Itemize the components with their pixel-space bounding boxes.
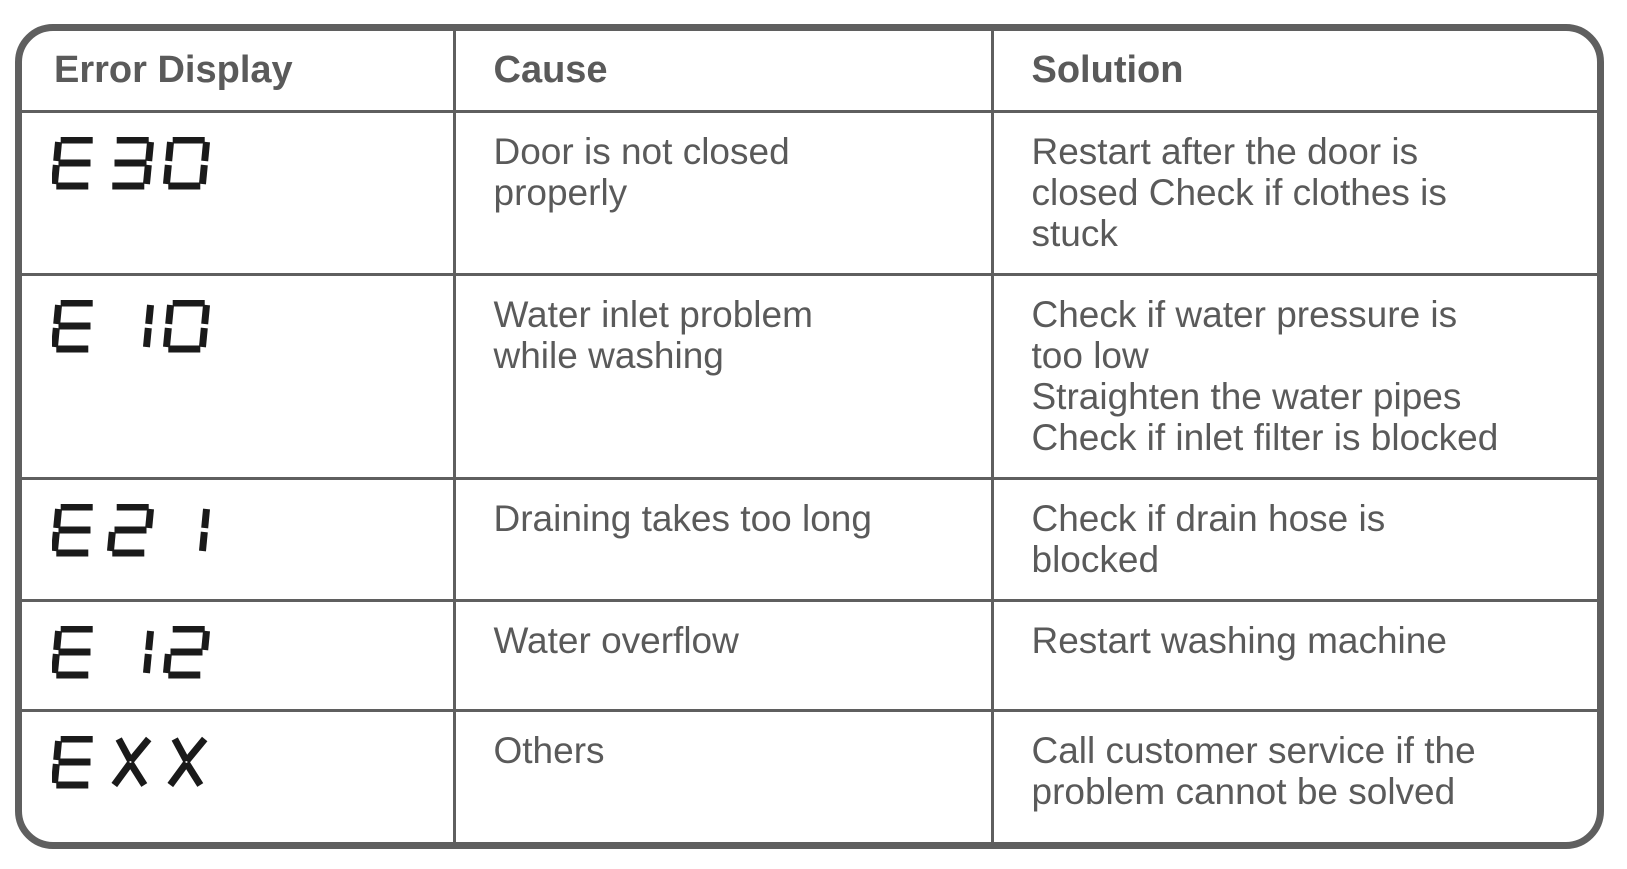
- solution-text: Restart washing machine: [1031, 619, 1447, 661]
- table-header-row: Error Display Cause Solution: [22, 31, 1597, 113]
- error-code-cell: [22, 598, 456, 712]
- cause-text: Water inlet problem while washing: [493, 293, 813, 376]
- solution-text: Call customer service if the problem can…: [1031, 729, 1476, 812]
- table-row: Water inlet problem while washing Check …: [22, 272, 1597, 480]
- table-row: Draining takes too long Check if drain h…: [22, 476, 1597, 602]
- cause-text: Others: [493, 729, 605, 771]
- segment-glyph-0: [162, 136, 211, 189]
- segment-display-icon: [52, 735, 208, 788]
- segment-glyph-0: [162, 299, 211, 352]
- header-error-display: Error Display: [22, 31, 456, 113]
- header-solution: Solution: [990, 31, 1597, 113]
- header-cause: Cause: [452, 31, 994, 113]
- segment-display-icon: [52, 503, 211, 556]
- segment-glyph-x: [111, 736, 152, 787]
- error-table-grid: Error Display Cause Solution Door is not…: [22, 31, 1597, 842]
- segment-glyph-1: [142, 304, 155, 347]
- segment-display-icon: [52, 299, 211, 352]
- solution-text: Check if drain hose is blocked: [1031, 497, 1386, 580]
- solution-text: Check if water pressure is too low Strai…: [1031, 293, 1499, 458]
- table-row: Water overflow Restart washing machine: [22, 598, 1597, 712]
- solution-text: Restart after the door is closed Check i…: [1031, 130, 1447, 254]
- error-code-cell: [22, 708, 456, 842]
- segment-glyph-3: [112, 136, 155, 189]
- error-code-table: Error Display Cause Solution Door is not…: [15, 24, 1604, 849]
- segment-glyph-e: [52, 625, 93, 678]
- error-code-display: [52, 136, 451, 193]
- table-row: Others Call customer service if the prob…: [22, 708, 1597, 842]
- error-code-display: [52, 735, 451, 792]
- segment-glyph-e: [52, 735, 93, 788]
- error-code-display: [52, 299, 451, 356]
- segment-glyph-x: [167, 736, 208, 787]
- segment-display-icon: [52, 136, 211, 189]
- segment-glyph-1: [198, 508, 211, 551]
- error-code-cell: [22, 476, 456, 602]
- table-row: Door is not closed properly Restart afte…: [22, 109, 1597, 276]
- segment-display-icon: [52, 625, 211, 678]
- cause-text: Water overflow: [493, 619, 739, 661]
- error-code-display: [52, 625, 451, 682]
- segment-glyph-e: [52, 136, 93, 189]
- segment-glyph-e: [52, 503, 93, 556]
- cause-text: Draining takes too long: [493, 497, 872, 539]
- error-code-cell: [22, 272, 456, 480]
- cause-text: Door is not closed properly: [493, 130, 790, 213]
- error-code-cell: [22, 109, 456, 276]
- segment-glyph-2: [162, 625, 211, 678]
- segment-glyph-1: [142, 630, 155, 673]
- segment-glyph-2: [106, 503, 155, 556]
- segment-glyph-e: [52, 299, 93, 352]
- error-code-display: [52, 503, 451, 560]
